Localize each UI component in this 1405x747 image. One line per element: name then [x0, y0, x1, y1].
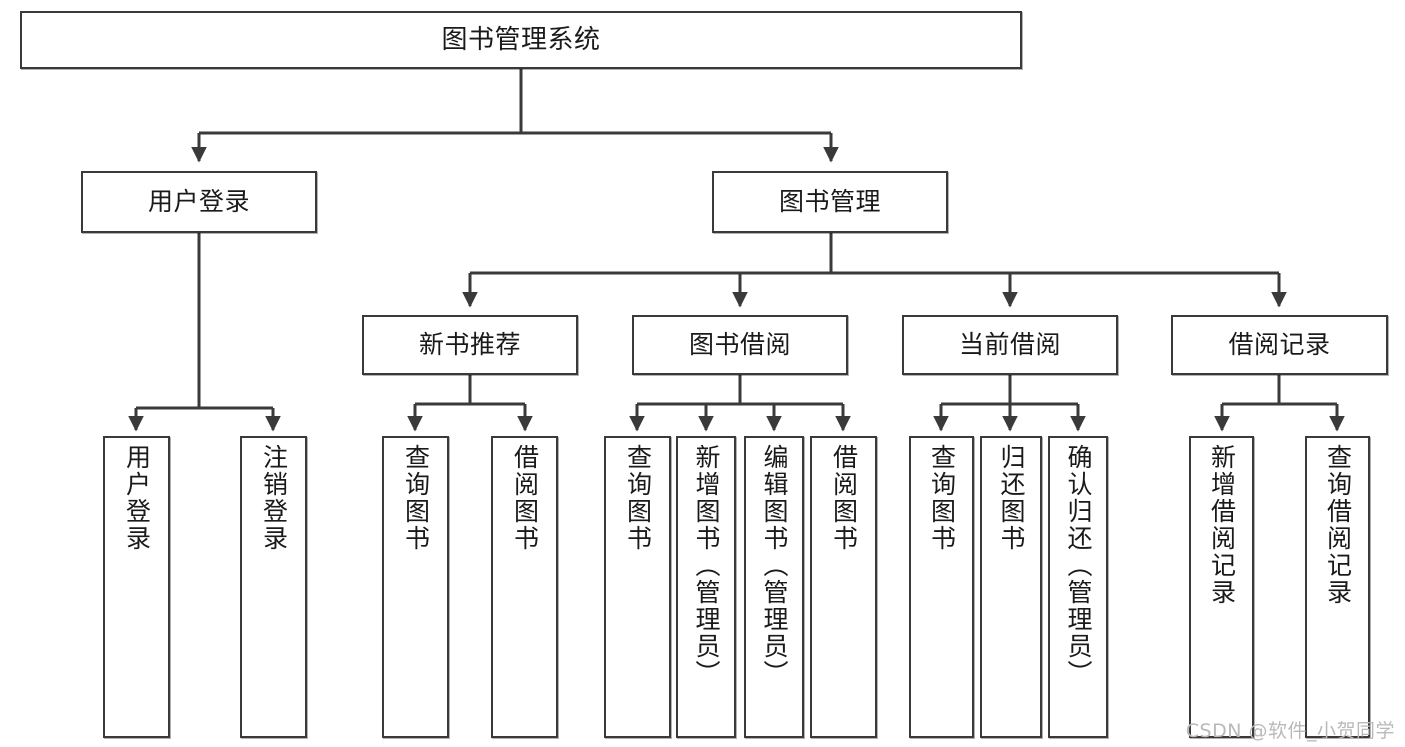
node-label: 查询图书	[927, 444, 957, 552]
node-label: 新增借阅记录	[1207, 444, 1237, 606]
node-label: 查询图书	[623, 444, 653, 552]
leaf-book-borrow-add[interactable]: 新增图书（管理员）	[676, 436, 736, 738]
node-label: 图书管理	[778, 187, 881, 217]
leaf-borrow-record-add[interactable]: 新增借阅记录	[1189, 436, 1254, 738]
leaf-current-borrow-query[interactable]: 查询图书	[909, 436, 974, 738]
node-label: 借阅图书	[510, 444, 540, 552]
leaf-current-borrow-return[interactable]: 归还图书	[980, 436, 1042, 738]
leaf-book-borrow-query[interactable]: 查询图书	[604, 436, 671, 738]
node-label: 确认归还（管理员）	[1064, 444, 1093, 687]
node-label: 借阅记录	[1228, 330, 1331, 360]
node-label: 新增图书（管理员）	[692, 444, 721, 687]
node-label: 当前借阅	[958, 330, 1061, 360]
node-user-login[interactable]: 用户登录	[81, 171, 317, 233]
node-label: 用户登录	[122, 444, 152, 552]
node-root-system[interactable]: 图书管理系统	[20, 11, 1022, 69]
node-label: 借阅图书	[829, 444, 859, 552]
leaf-borrow-record-query[interactable]: 查询借阅记录	[1305, 436, 1370, 738]
leaf-book-borrow-borrow[interactable]: 借阅图书	[810, 436, 877, 738]
node-label: 图书管理系统	[441, 24, 601, 55]
leaf-current-borrow-confirm-return[interactable]: 确认归还（管理员）	[1048, 436, 1108, 738]
node-book-management[interactable]: 图书管理	[712, 171, 948, 233]
node-label: 查询借阅记录	[1323, 444, 1353, 606]
node-label: 注销登录	[259, 444, 289, 552]
leaf-book-borrow-edit[interactable]: 编辑图书（管理员）	[744, 436, 804, 738]
node-label: 用户登录	[147, 187, 250, 217]
leaf-user-login-logout[interactable]: 注销登录	[240, 436, 307, 738]
node-label: 归还图书	[997, 444, 1026, 552]
leaf-new-book-borrow[interactable]: 借阅图书	[491, 436, 558, 738]
node-label: 新书推荐	[418, 330, 521, 360]
node-label: 图书借阅	[688, 330, 791, 360]
node-label: 查询图书	[401, 444, 431, 552]
leaf-user-login-login[interactable]: 用户登录	[103, 436, 170, 738]
watermark-csdn: CSDN @软件_小贺同学	[1185, 720, 1395, 742]
node-borrow-record[interactable]: 借阅记录	[1171, 315, 1388, 375]
leaf-new-book-query[interactable]: 查询图书	[382, 436, 449, 738]
node-current-borrow[interactable]: 当前借阅	[902, 315, 1118, 375]
node-new-book-recommend[interactable]: 新书推荐	[362, 315, 578, 375]
node-book-borrow[interactable]: 图书借阅	[632, 315, 848, 375]
node-label: 编辑图书（管理员）	[760, 444, 789, 687]
